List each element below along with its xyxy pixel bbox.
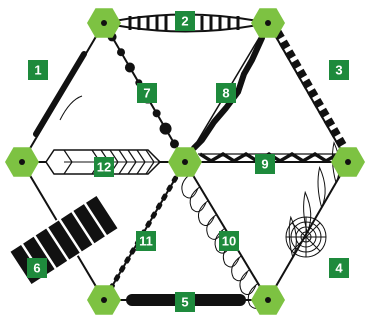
- badge-label: 2: [181, 14, 188, 29]
- node-top-right: [251, 8, 285, 38]
- badge-2: 2: [175, 11, 195, 31]
- vertex-nodes: [5, 8, 365, 315]
- spiral-web-icon: [285, 216, 327, 258]
- badge-10: 10: [219, 231, 239, 251]
- edge-6-stacked-blocks: [8, 161, 120, 301]
- node-right: [331, 147, 365, 177]
- badge-1: 1: [28, 60, 48, 80]
- node-bottom-right: [251, 285, 285, 315]
- node-bottom-left: [87, 285, 121, 315]
- badge-label: 11: [139, 234, 153, 249]
- badge-label: 1: [34, 63, 41, 78]
- badge-label: 5: [181, 295, 188, 310]
- badge-label: 12: [97, 160, 111, 175]
- node-center: [168, 147, 202, 177]
- badge-3: 3: [329, 60, 349, 80]
- badge-7: 7: [137, 83, 157, 103]
- node-left: [5, 147, 39, 177]
- badge-label: 9: [261, 157, 268, 172]
- edge-4-net-fan: [267, 141, 349, 301]
- badge-label: 6: [33, 261, 40, 276]
- badge-6: 6: [27, 258, 47, 278]
- edge-1-plain-line: [21, 22, 105, 163]
- node-top-left: [87, 8, 121, 38]
- edge-3-square-markers: [267, 22, 349, 163]
- badge-12: 12: [94, 157, 114, 177]
- badge-label: 4: [335, 261, 343, 276]
- badge-4: 4: [329, 258, 349, 278]
- badge-label: 8: [222, 86, 229, 101]
- badge-label: 3: [335, 63, 342, 78]
- badge-8: 8: [216, 83, 236, 103]
- badge-11: 11: [136, 231, 156, 251]
- badge-5: 5: [175, 292, 195, 312]
- badge-label: 7: [143, 86, 150, 101]
- badge-9: 9: [255, 154, 275, 174]
- badge-label: 10: [222, 234, 236, 249]
